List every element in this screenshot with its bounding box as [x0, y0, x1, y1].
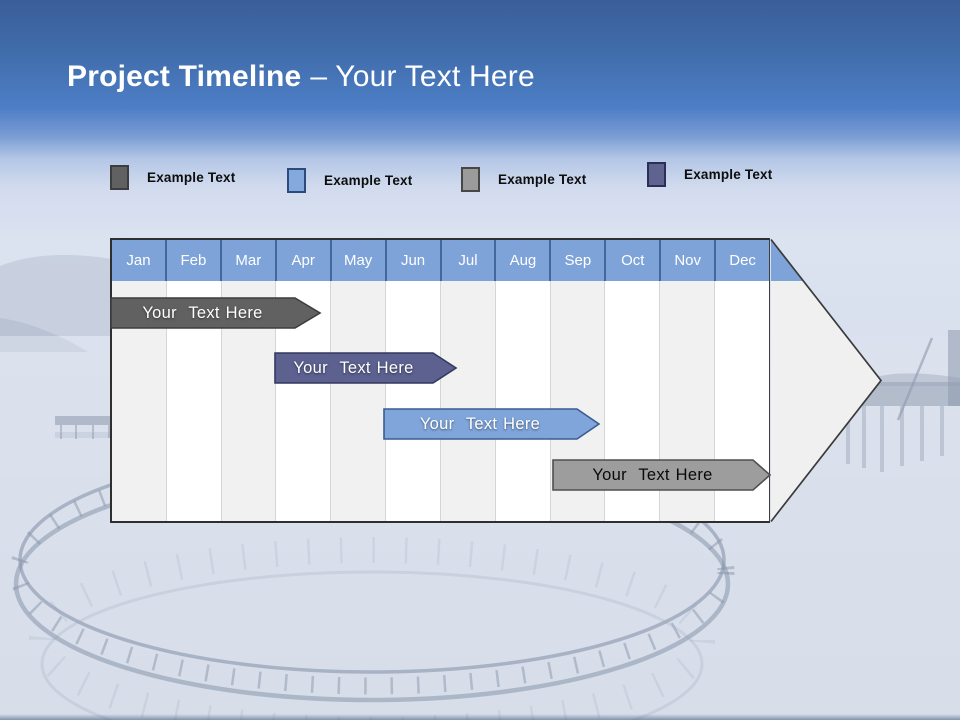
grid-column	[386, 281, 441, 521]
task-bar-4: Your Text Here	[552, 459, 772, 491]
task-bar-1: Your Text Here	[110, 297, 322, 329]
month-cell: Dec	[716, 240, 770, 281]
slide-title-bold: Project Timeline	[67, 60, 302, 93]
task-bar-label: Your Text Here	[592, 465, 713, 484]
month-cell: Oct	[606, 240, 662, 281]
month-header-row: Jan Feb Mar Apr May Jun Jul Aug Sep Oct …	[112, 240, 770, 281]
left-dock	[55, 416, 125, 439]
chart-frame	[110, 238, 770, 523]
legend-swatch-blue	[287, 167, 306, 193]
slide-title-subtitle: – Your Text Here	[310, 60, 535, 93]
legend-label: Example Text	[324, 172, 413, 188]
legend-swatch-gray	[461, 166, 480, 192]
slide-title: Project Timeline– Your Text Here	[67, 60, 535, 94]
grid-column	[440, 281, 496, 521]
month-cell: Mar	[221, 240, 277, 281]
timeline-arrow-head	[770, 238, 883, 523]
legend-swatch-purple	[647, 161, 666, 187]
legend-item-3: Example Text	[461, 166, 586, 192]
gantt-timeline-chart: Jan Feb Mar Apr May Jun Jul Aug Sep Oct …	[110, 238, 883, 523]
month-cell: Feb	[166, 240, 222, 281]
task-bar-2: Your Text Here	[274, 352, 458, 384]
legend-label: Example Text	[684, 166, 773, 182]
grid-column	[331, 281, 387, 521]
legend-label: Example Text	[147, 169, 236, 185]
task-bar-label: Your Text Here	[293, 358, 414, 377]
task-bar-label: Your Text Here	[142, 303, 263, 322]
legend-item-4: Example Text	[647, 161, 772, 187]
task-bar-arrow-shape	[383, 408, 601, 440]
legend-label: Example Text	[498, 171, 587, 187]
legend-item-2: Example Text	[287, 167, 412, 193]
month-cell: May	[331, 240, 387, 281]
month-cell: Jan	[112, 240, 167, 281]
legend-swatch-dark-gray	[110, 164, 129, 190]
slide-bottom-edge	[0, 714, 960, 720]
task-bar-arrow-shape	[552, 459, 772, 491]
month-cell: Apr	[276, 240, 332, 281]
grid-column	[495, 281, 551, 521]
task-bar-arrow-shape	[110, 297, 322, 329]
legend-item-1: Example Text	[110, 164, 235, 190]
near-headland	[0, 318, 88, 352]
month-cell: Aug	[496, 240, 552, 281]
month-cell: Jun	[386, 240, 442, 281]
task-bar-label: Your Text Here	[419, 414, 541, 433]
month-cell: Jul	[441, 240, 497, 281]
task-bar-3: Your Text Here	[383, 408, 601, 440]
month-cell: Nov	[661, 240, 717, 281]
month-cell: Sep	[551, 240, 607, 281]
task-bar-arrow-shape	[274, 352, 458, 384]
